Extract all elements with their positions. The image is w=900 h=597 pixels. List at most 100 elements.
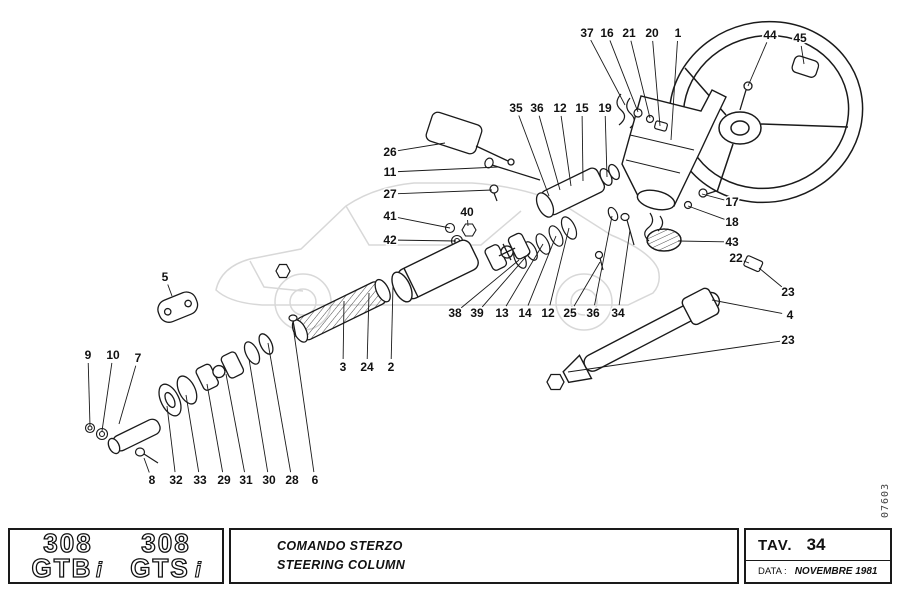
leader-line-6 bbox=[293, 332, 315, 473]
callout-6: 6 bbox=[312, 473, 319, 487]
shaft-nut bbox=[546, 373, 565, 391]
leader-line-31 bbox=[225, 373, 245, 473]
callout-43: 43 bbox=[725, 235, 739, 249]
leader-line-44 bbox=[747, 42, 768, 87]
leader-line-19 bbox=[604, 115, 608, 178]
leader-line-18 bbox=[687, 205, 725, 220]
leader-line-5 bbox=[167, 284, 173, 297]
leader-line-30 bbox=[248, 358, 269, 473]
leader-line-3 bbox=[342, 300, 345, 360]
table-number-row: TAV. 34 bbox=[746, 530, 890, 561]
callout-1: 1 bbox=[675, 26, 682, 40]
leader-line-21 bbox=[630, 40, 651, 119]
callout-26: 26 bbox=[383, 145, 397, 159]
leader-line-11 bbox=[397, 166, 499, 173]
leader-line-16 bbox=[609, 40, 639, 113]
callout-44: 44 bbox=[763, 28, 777, 42]
callout-37: 37 bbox=[580, 26, 594, 40]
small-screw bbox=[489, 184, 499, 202]
leader-line-42 bbox=[397, 239, 457, 242]
callout-14: 14 bbox=[518, 306, 532, 320]
callout-28: 28 bbox=[285, 473, 299, 487]
leader-line-36 bbox=[594, 215, 613, 306]
logo-gts-model: GTS bbox=[130, 553, 189, 582]
table-info-box: TAV. 34 DATA : NOVEMBRE 1981 bbox=[744, 528, 892, 584]
callout-36: 36 bbox=[586, 306, 600, 320]
leader-line-35 bbox=[518, 115, 550, 197]
leader-line-12 bbox=[549, 227, 570, 306]
leader-line-23 bbox=[567, 340, 781, 373]
logo-gts-suffix: i bbox=[195, 559, 202, 582]
leader-line-24 bbox=[366, 292, 370, 360]
long-bolt bbox=[484, 157, 541, 181]
date-value: NOVEMBRE 1981 bbox=[794, 566, 878, 577]
horn-button bbox=[791, 55, 820, 78]
model-logos-box: 308 GTB i 308 GTS i bbox=[8, 527, 224, 584]
housing-bolts bbox=[683, 188, 717, 210]
callout-42: 42 bbox=[383, 233, 397, 247]
splined-shaft bbox=[291, 278, 391, 343]
callout-21: 21 bbox=[622, 26, 636, 40]
callout-23: 23 bbox=[781, 333, 795, 347]
callout-5: 5 bbox=[162, 270, 169, 284]
model-logos: 308 GTB i 308 GTS i bbox=[31, 527, 203, 583]
callout-9: 9 bbox=[85, 348, 92, 362]
leader-line-26 bbox=[397, 142, 446, 152]
leader-line-37 bbox=[590, 39, 626, 106]
leader-line-4 bbox=[711, 299, 783, 314]
upper-u-joint bbox=[484, 232, 531, 271]
leader-line-22 bbox=[743, 260, 750, 264]
callout-29: 29 bbox=[217, 473, 231, 487]
callout-2: 2 bbox=[388, 360, 395, 374]
wheel-bolt bbox=[739, 81, 753, 111]
leader-line-14 bbox=[527, 235, 557, 306]
date-row: DATA : NOVEMBRE 1981 bbox=[746, 561, 890, 582]
leader-line-45 bbox=[800, 45, 805, 65]
callout-40: 40 bbox=[460, 205, 474, 219]
leader-line-23 bbox=[758, 267, 783, 288]
leader-line-1 bbox=[670, 40, 678, 141]
stub-shaft bbox=[107, 418, 161, 455]
callout-34: 34 bbox=[611, 306, 625, 320]
logo-308-gtbi: 308 GTB i bbox=[31, 527, 104, 583]
leader-line-29 bbox=[206, 383, 224, 473]
callout-12: 12 bbox=[541, 306, 555, 320]
table-number: 34 bbox=[806, 535, 826, 554]
leader-line-39 bbox=[481, 251, 531, 308]
callout-23: 23 bbox=[781, 285, 795, 299]
callout-32: 32 bbox=[169, 473, 183, 487]
turn-signal-switch bbox=[425, 111, 515, 166]
callout-13: 13 bbox=[495, 306, 509, 320]
callout-4: 4 bbox=[787, 308, 794, 322]
leader-line-20 bbox=[652, 40, 661, 127]
drawing-title-en: STEERING COLUMN bbox=[277, 558, 406, 572]
callout-11: 11 bbox=[384, 165, 397, 179]
boot-collar bbox=[646, 228, 682, 252]
callout-38: 38 bbox=[448, 306, 462, 320]
callout-17: 17 bbox=[725, 195, 739, 209]
callout-36: 36 bbox=[530, 101, 544, 115]
leader-line-36 bbox=[538, 115, 561, 191]
leader-line-13 bbox=[505, 243, 544, 307]
print-code: 07603 bbox=[880, 482, 891, 518]
callout-22: 22 bbox=[729, 251, 743, 265]
bolt-8 bbox=[134, 447, 159, 464]
drawing-title-box: COMANDO STERZO STEERING COLUMN bbox=[229, 528, 739, 584]
boot-cap bbox=[743, 255, 764, 273]
leader-line-32 bbox=[166, 405, 176, 473]
drawing-title-it: COMANDO STERZO bbox=[277, 539, 403, 554]
callout-45: 45 bbox=[793, 31, 807, 45]
callout-12: 12 bbox=[553, 101, 567, 115]
gasket-plate bbox=[157, 291, 199, 323]
callout-10: 10 bbox=[106, 348, 120, 362]
leader-line-27 bbox=[397, 189, 493, 195]
logo-gtb-model: GTB bbox=[32, 553, 93, 582]
table-label: TAV. bbox=[758, 536, 793, 554]
leader-line-43 bbox=[677, 240, 725, 243]
logo-gts-number: 308 bbox=[141, 530, 190, 558]
leader-line-10 bbox=[101, 362, 113, 432]
leader-line-17 bbox=[701, 193, 725, 201]
leader-line-2 bbox=[390, 284, 394, 360]
bolt-6 bbox=[288, 314, 298, 338]
